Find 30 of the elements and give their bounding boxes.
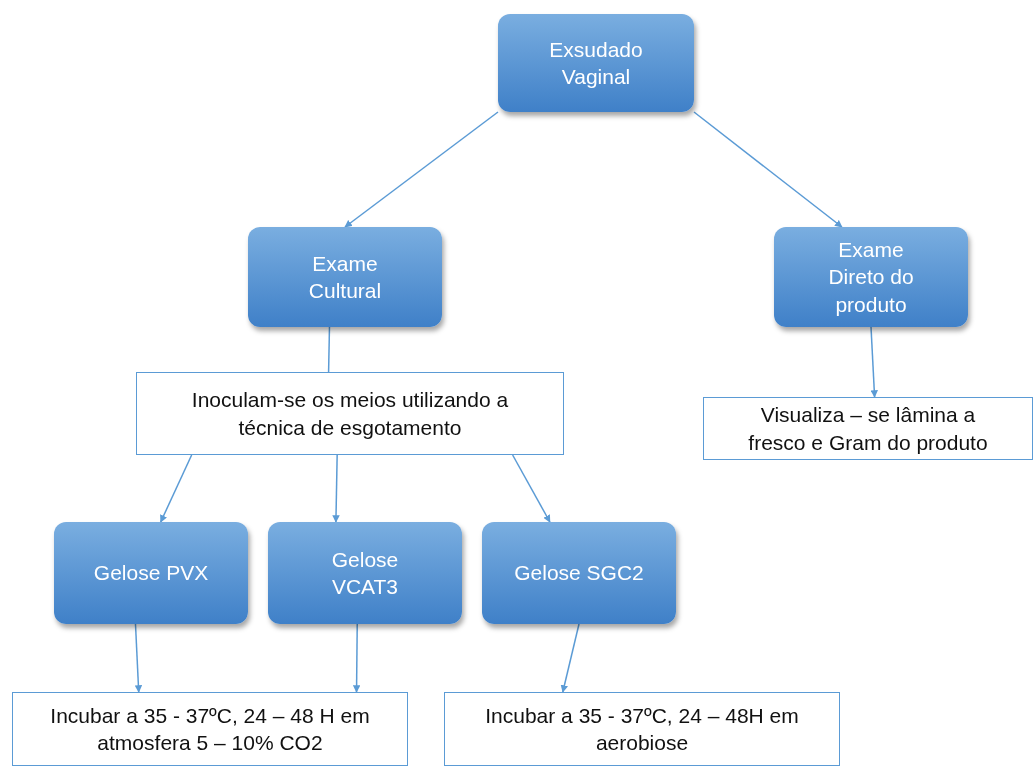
box-text: Gelose PVX [93,560,209,587]
process-box [498,14,694,112]
box-text: Inoculam-se os meios utilizando a técnica de esgotamento [190,387,510,441]
box-text: Exame Direto do produto [827,237,915,318]
note-box [12,692,408,766]
connector-line [327,326,331,373]
arrow [344,111,499,228]
process-box [54,522,248,624]
arrow [560,623,580,693]
process-box [482,522,676,624]
box-text: Incubar a 35 - 37ºC, 24 – 48H em aerobiose [484,702,800,756]
process-box [248,227,442,327]
box-text: Exsudado Vaginal [548,36,644,90]
arrow [352,623,361,693]
arrow [159,454,193,523]
box-text: Visualiza – se lâmina a fresco e Gram do produto [747,402,989,456]
box-text: Incubar a 35 - 37ºC, 24 – 48 H em atmosfera 5 – 10% CO2 [49,702,371,756]
box-text: Gelose VCAT3 [330,546,400,600]
box-text: Gelose SGC2 [514,560,644,587]
process-box [774,227,968,327]
box-text: Exame Cultural [307,250,383,304]
note-box [444,692,840,766]
note-box [703,397,1033,460]
arrow [332,454,340,523]
arrow [511,454,551,523]
process-box [268,522,462,624]
arrow [693,111,843,228]
note-box [136,372,564,455]
arrow [870,326,878,398]
arrow [134,623,143,693]
